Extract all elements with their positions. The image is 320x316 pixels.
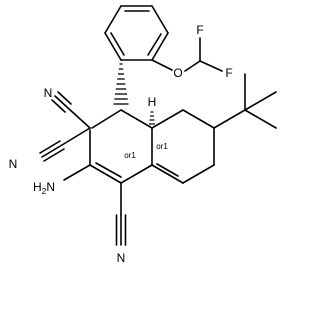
bond — [182, 109, 215, 129]
fluorine-atom-2: F — [225, 66, 232, 80]
bond — [151, 109, 184, 129]
bond — [120, 164, 153, 184]
stereo-label-c1: or1 — [124, 151, 136, 160]
stereo-label-c8a: or1 — [156, 142, 168, 151]
bond — [244, 109, 277, 129]
fluorine-atom-1: F — [196, 23, 203, 37]
molecule-structure: O F F — [9, 5, 277, 265]
bond — [184, 60, 201, 72]
junction-hydrogen: H — [148, 95, 157, 125]
bond — [244, 91, 277, 111]
nitrogen-atom-1: N — [44, 86, 53, 100]
oxygen-atom: O — [173, 66, 182, 80]
double-bond-inner — [147, 33, 162, 56]
nitrile-group-1: N — [44, 86, 91, 129]
bond — [151, 32, 169, 61]
bond — [151, 164, 184, 184]
bond — [91, 109, 122, 129]
molecule-diagram: O F F — [9, 5, 277, 265]
bond — [182, 164, 215, 184]
nitrogen-atom-2: N — [9, 157, 18, 171]
amino-hydrogen: H2N — [33, 180, 55, 196]
nitrogen-atom-3: N — [117, 251, 126, 265]
double-bond-inner — [110, 32, 125, 56]
bond — [104, 32, 122, 61]
bond — [199, 60, 223, 72]
bond — [89, 164, 122, 184]
hydrogen-atom: H — [148, 95, 157, 109]
tert-butyl-group — [213, 73, 277, 129]
right-ring — [151, 109, 215, 184]
double-bond-inner — [156, 163, 179, 177]
difluoromethoxy-group: O F F — [151, 23, 233, 80]
nitrile-group-2: N — [9, 127, 91, 171]
hashed-wedge-bond — [113, 63, 129, 105]
double-bond-inner — [95, 162, 122, 178]
bond — [104, 5, 122, 34]
bond — [213, 109, 246, 129]
nitrile-group-3: N — [115, 182, 127, 265]
bond — [120, 109, 153, 129]
bond — [151, 59, 173, 71]
left-ring — [89, 109, 153, 184]
phenyl-ring — [104, 5, 169, 61]
bond — [151, 5, 169, 34]
amino-group: H2N — [33, 164, 91, 196]
